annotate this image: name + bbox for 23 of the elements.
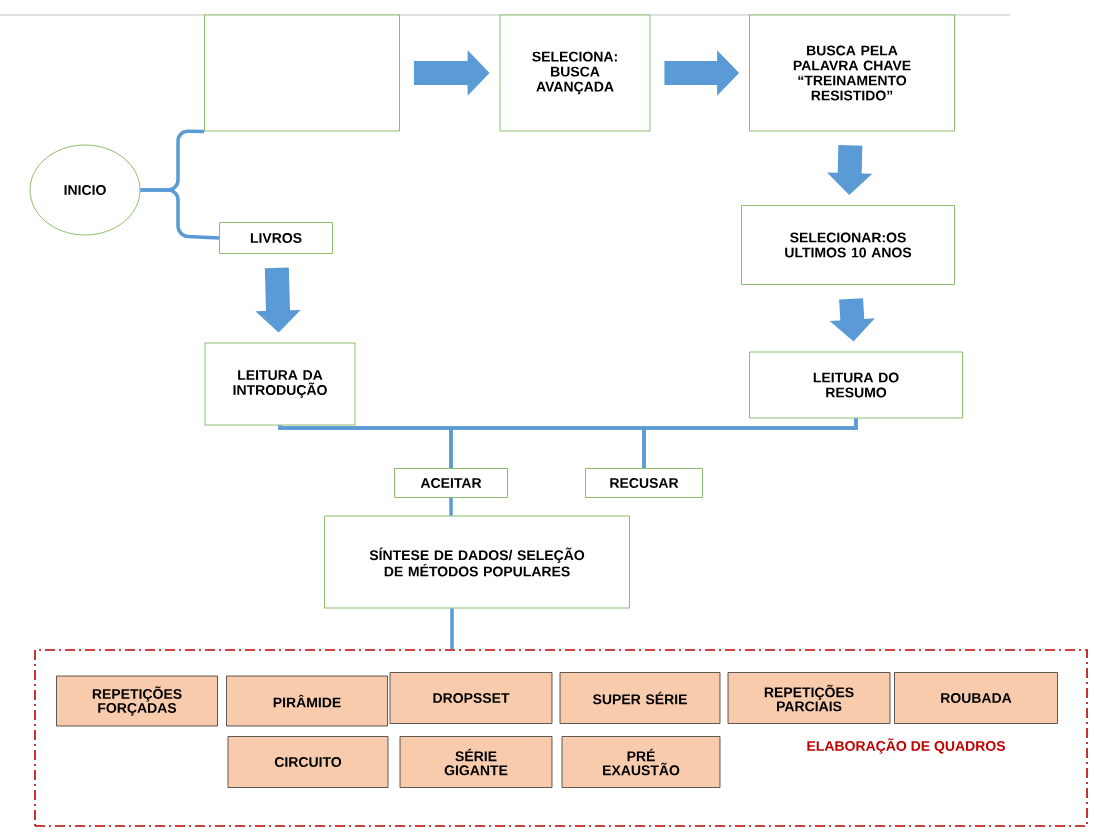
process-box: SELECIONA: BUSCA AVANÇADA xyxy=(499,14,651,132)
process-box: SÍNTESE DE DADOS/ SELEÇÃO DE MÉTODOS POPULARES xyxy=(324,515,630,609)
method-box: CIRCUITO xyxy=(227,736,389,788)
method-box: REPETIÇÕES PARCIAIS xyxy=(727,672,891,724)
connector-line xyxy=(642,418,858,469)
method-box: SUPER SÉRIE xyxy=(559,672,721,724)
method-box: DROPSSET xyxy=(389,672,553,724)
process-box: ACEITAR xyxy=(394,468,508,498)
process-box: LEITURA DA INTRODUÇÃO xyxy=(204,342,356,426)
method-box: REPETIÇÕES FORÇADAS xyxy=(56,675,218,727)
connector-line xyxy=(450,608,454,650)
process-box: SELECIONAR:OS ULTIMOS 10 ANOS xyxy=(741,205,955,285)
connector-line xyxy=(140,188,220,240)
process-box xyxy=(204,14,400,132)
process-box: BUSCA PELA PALAVRA CHAVE “TREINAMENTO RESISTIDO” xyxy=(749,14,955,132)
method-box: SÉRIE GIGANTE xyxy=(399,736,553,788)
process-box: LIVROS xyxy=(219,222,333,254)
method-box: ROUBADA xyxy=(894,672,1058,724)
method-box: PIRÂMIDE xyxy=(226,675,388,727)
process-box: LEITURA DO RESUMO xyxy=(749,351,963,419)
method-box: PRÉ EXAUSTÃO xyxy=(561,736,721,788)
process-box: RECUSAR xyxy=(585,468,703,498)
connector-line xyxy=(449,497,453,516)
